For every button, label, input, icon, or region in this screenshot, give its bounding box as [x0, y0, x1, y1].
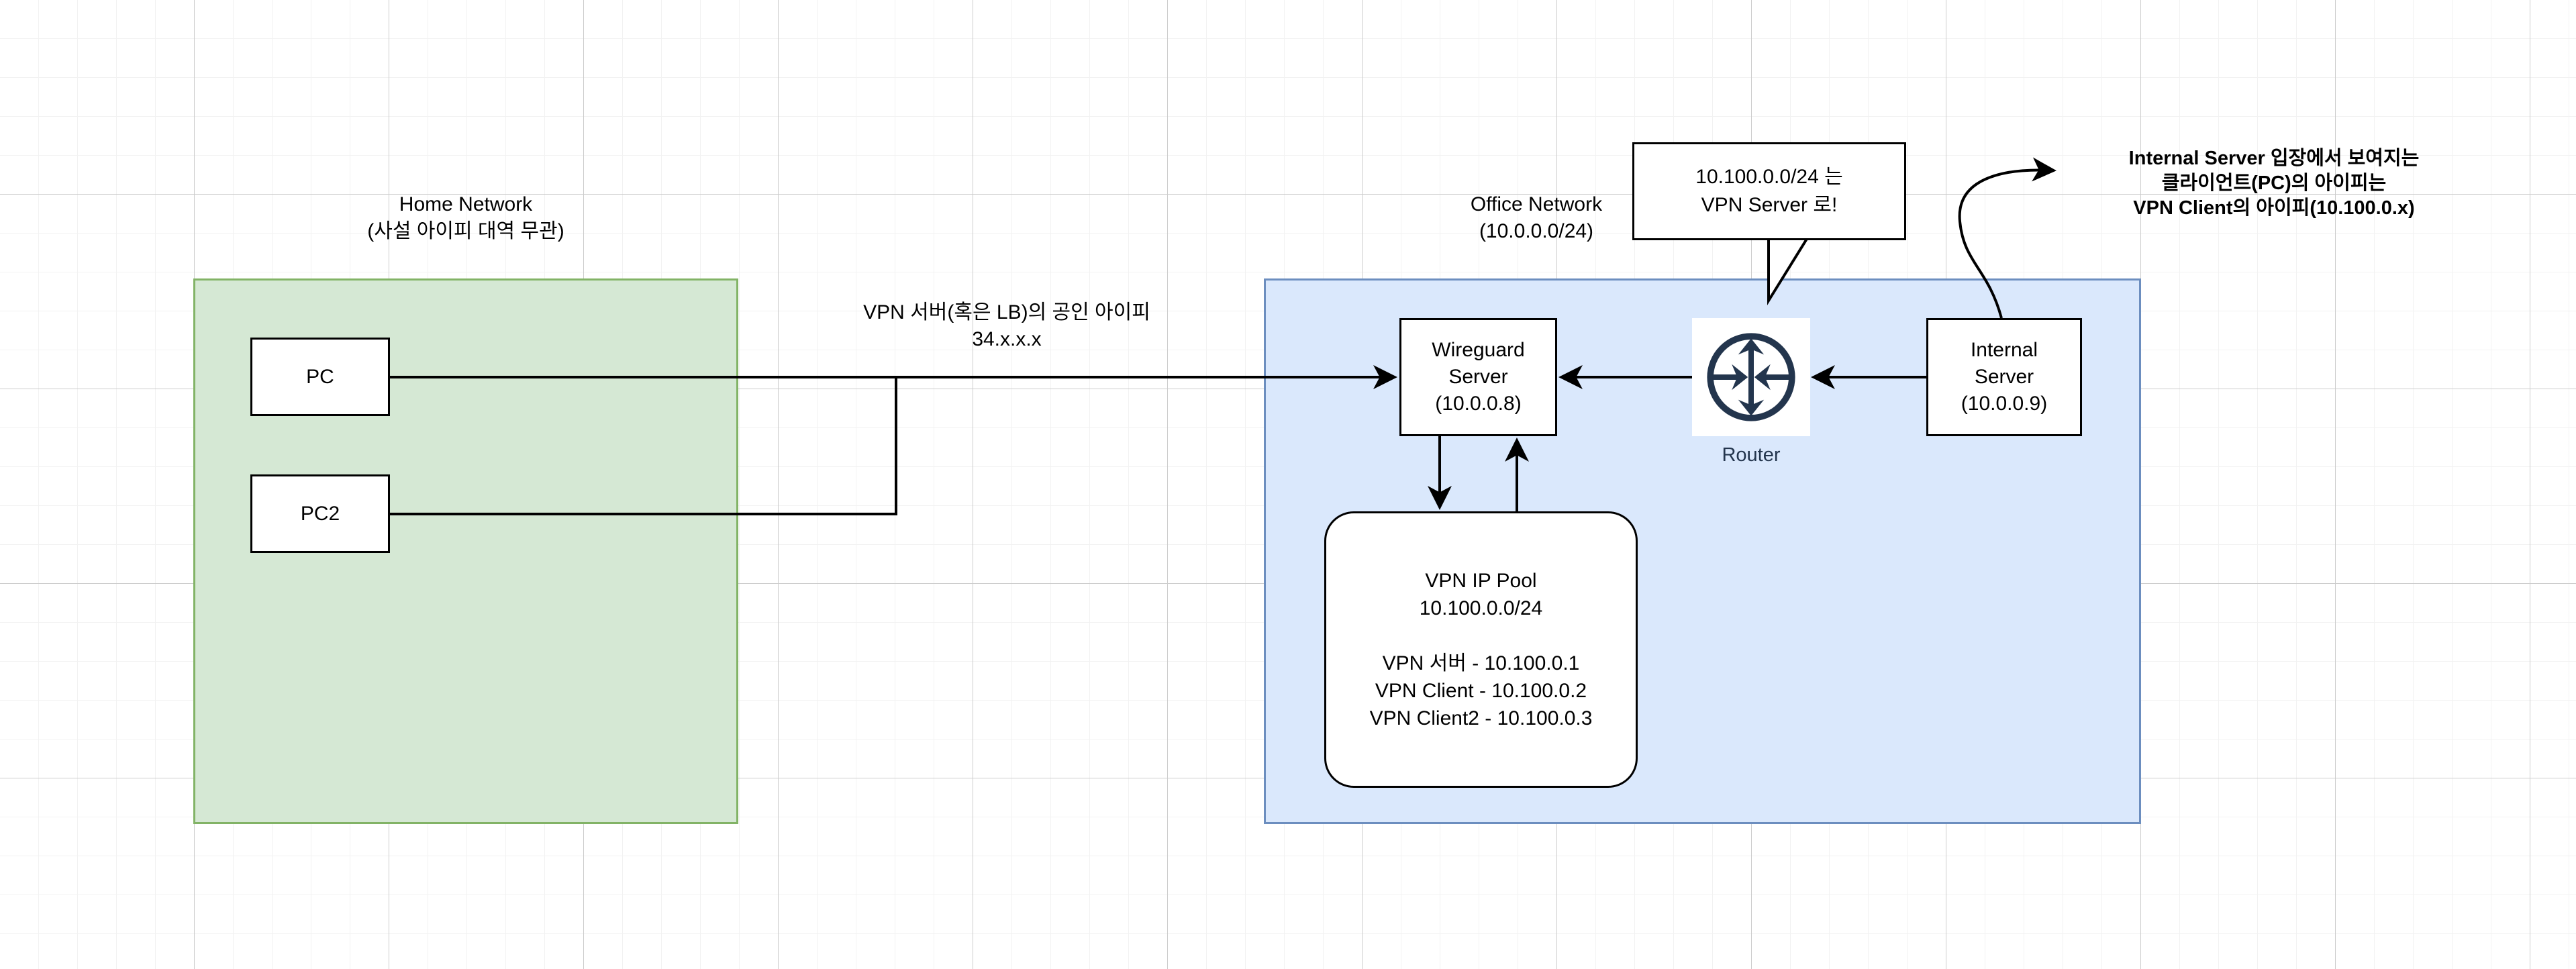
callout-router-route[interactable]: 10.100.0.0/24 는 VPN Server 로! [1632, 142, 1906, 240]
node-vpn-ip-pool[interactable]: VPN IP Pool 10.100.0.0/24 VPN 서버 - 10.10… [1324, 511, 1638, 788]
node-pc2[interactable]: PC2 [250, 474, 390, 553]
zone-office-network-title: Office Network (10.0.0.0/24) [1470, 193, 1603, 242]
node-wireguard-server[interactable]: Wireguard Server (10.0.0.8) [1399, 318, 1557, 436]
label-vpn-public-ip: VPN 서버(혹은 LB)의 공인 아이피 34.x.x.x [863, 301, 1150, 350]
annotation-internal-server-view: Internal Server 입장에서 보여지는 클라이언트(PC)의 아이피… [2128, 148, 2420, 219]
node-router-label: Router [1722, 444, 1781, 466]
zone-home-network-title: Home Network (사설 아이피 대역 무관) [367, 193, 564, 242]
router-icon [1707, 333, 1795, 421]
node-internal-server[interactable]: Internal Server (10.0.0.9) [1926, 318, 2082, 436]
node-pc[interactable]: PC [250, 338, 390, 416]
node-router[interactable] [1692, 318, 1810, 436]
